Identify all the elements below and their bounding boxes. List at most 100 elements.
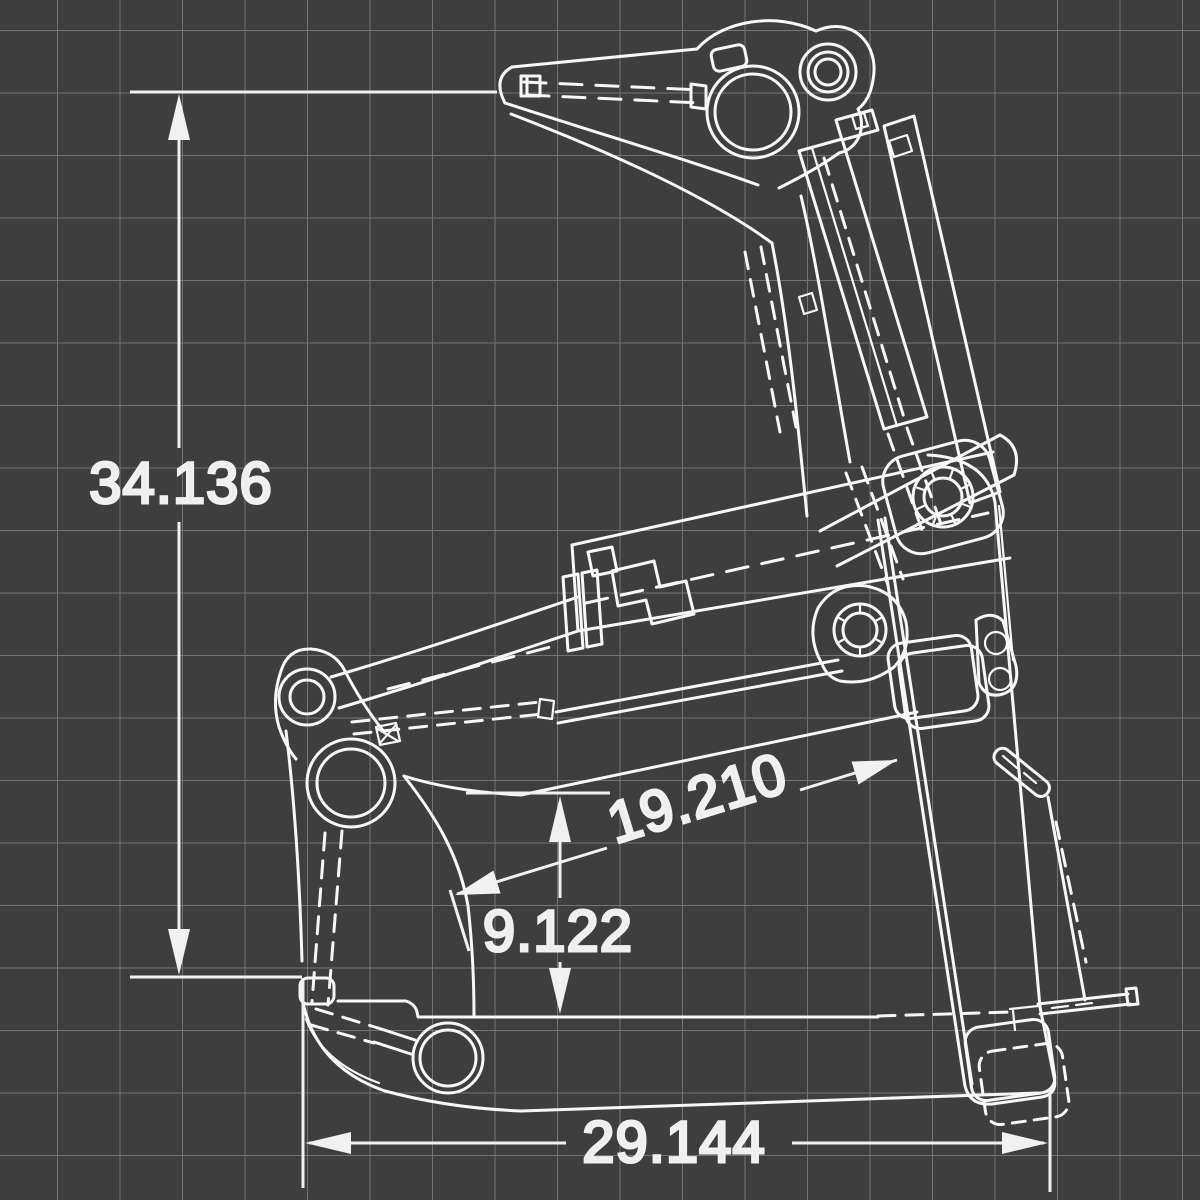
tilt-link-solid <box>554 658 844 725</box>
machine-drawing <box>274 19 1140 1127</box>
jaw-hidden-line-1 <box>522 80 702 92</box>
head-outline <box>695 19 876 190</box>
loader-arm <box>329 450 1012 747</box>
jaw-hidden-line-2 <box>525 93 704 105</box>
hub-pin-inner <box>288 678 326 716</box>
attach-hole-top <box>886 633 980 721</box>
mid-pivot <box>811 583 909 684</box>
frame-top-corner <box>926 453 997 504</box>
arrow-up-icon <box>549 796 571 842</box>
bearing-bracket <box>881 438 1005 556</box>
frame-side-hidden <box>1054 820 1088 964</box>
bucket-pivot-inner <box>315 747 387 819</box>
hub-pin-outer <box>277 667 337 727</box>
pivot-head <box>695 19 880 190</box>
main-bushing-outer <box>705 64 801 160</box>
arrow-up-icon <box>168 94 190 140</box>
mid-pivot-ticks <box>838 604 882 656</box>
arrow-down-icon <box>168 929 190 975</box>
arrow-left-icon <box>305 1132 351 1154</box>
upper-pin-inner <box>813 57 843 87</box>
roller-link-hidden <box>309 1007 380 1045</box>
jaw-tip <box>498 65 514 105</box>
tilt-link-bracket <box>536 697 556 721</box>
hub-clevis <box>374 721 402 747</box>
jaw-upper-edge <box>510 47 699 69</box>
bearing-spline-ticks <box>914 468 972 526</box>
bucket <box>298 710 1040 1113</box>
bearing-inner <box>922 476 964 518</box>
arm-link-bottom <box>337 629 580 710</box>
jaw-lower-outer <box>503 101 760 187</box>
main-bushing-inner <box>713 72 793 152</box>
dim-depth-label: 9.122 <box>483 899 633 964</box>
mid-pivot-bracket <box>811 583 909 684</box>
cross-member <box>818 433 1018 568</box>
head-tab <box>709 43 749 73</box>
bucket-backwall <box>402 774 476 1018</box>
upper-pin-outer <box>798 42 858 102</box>
jaw-tip-stop <box>519 74 542 98</box>
hub-plate-descend <box>284 729 304 963</box>
attach-hole-top-rear <box>897 643 991 731</box>
dim-height-label: 34.136 <box>89 451 272 516</box>
jaw-hidden-line-4 <box>759 245 798 429</box>
arrow-right-icon <box>1002 1132 1048 1154</box>
arrow-down-left-icon <box>455 870 501 895</box>
tilt-link-hidden <box>350 700 544 736</box>
frame-front-face <box>876 516 974 1088</box>
attach-hole-bottom-hidden <box>977 1041 1071 1127</box>
jaw-arm-left <box>770 241 809 518</box>
upper-pin-mid <box>806 50 850 94</box>
roller-outer <box>411 1021 485 1095</box>
left-hub <box>274 647 397 1007</box>
dim-bucket-depth: 9.122 <box>466 791 634 1014</box>
arrow-down-icon <box>549 968 571 1014</box>
cylinder-clevis-pin <box>850 111 870 131</box>
bucket-sidewall-top <box>402 710 919 797</box>
bearing-outer <box>911 465 975 529</box>
roller-link <box>372 1026 417 1056</box>
cylinder-hidden-line <box>822 156 908 426</box>
tilt-rod-hidden <box>844 465 905 587</box>
mid-pivot-outer <box>832 602 888 658</box>
latch-plate <box>974 613 1019 697</box>
step-bar <box>1036 986 1140 1016</box>
arm-left-cap <box>570 543 580 633</box>
roller-inner <box>418 1028 478 1088</box>
bucket-pivot-outer <box>305 737 397 829</box>
latch-pin-bottom <box>987 666 1013 692</box>
arm-top-edge <box>570 450 995 547</box>
bucket-floor-hidden <box>876 1010 1014 1018</box>
step-bar-slots <box>1008 1001 1094 1032</box>
hydraulic-cylinder <box>797 137 943 587</box>
bucket-floor <box>336 999 880 1019</box>
arm-link-top <box>329 595 580 679</box>
arrow-up-right-icon <box>851 760 897 785</box>
rear-plate-notch <box>887 133 914 159</box>
rod-keeper <box>797 291 819 316</box>
hub-right-edge <box>343 669 387 735</box>
dim-overall-length: 29.144 <box>301 978 1052 1192</box>
hub-top-outline <box>279 647 347 673</box>
dim-length-label: 29.144 <box>582 1110 765 1175</box>
jaw-hidden-line-3 <box>743 250 782 434</box>
jaw-arm-right <box>799 194 852 464</box>
frame-rear-edge-inner <box>997 504 1015 662</box>
frame-side-edge <box>1046 795 1087 1002</box>
arm-center-hidden <box>584 511 990 605</box>
dim-overall-height: 34.136 <box>88 90 497 979</box>
attach-hole-bottom <box>963 1017 1057 1103</box>
hub-left-edge <box>274 669 298 761</box>
arm-step-plate <box>610 559 696 626</box>
latch-handle <box>992 746 1051 799</box>
dim-opening-ext <box>448 889 471 952</box>
frame-rear-edge <box>993 500 1042 1009</box>
cylinder-barrel <box>797 137 929 431</box>
latch-pin-top <box>983 630 1009 656</box>
cylinder-rod-hidden <box>886 426 943 532</box>
jaw-lower-inner <box>509 112 774 245</box>
hub-link-hidden <box>310 829 344 1007</box>
cylinder-barrel-line <box>810 146 899 428</box>
